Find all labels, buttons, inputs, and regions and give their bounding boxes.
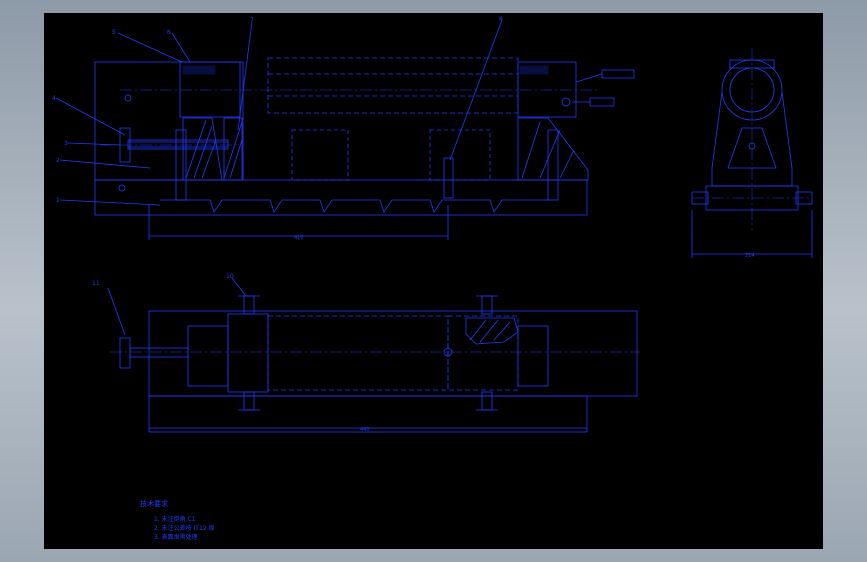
plan-workpiece bbox=[267, 315, 449, 391]
balloon-8: 8 bbox=[499, 16, 503, 23]
balloon-7: 7 bbox=[250, 17, 254, 24]
balloon-6: 6 bbox=[167, 29, 171, 36]
drawing-sheet bbox=[44, 13, 823, 549]
notes-heading: 技术要求 bbox=[140, 500, 168, 508]
dimension-plan: 440 bbox=[360, 427, 370, 433]
front-view bbox=[55, 19, 635, 240]
notes-item-1: 1. 未注倒角 C1 bbox=[154, 516, 196, 523]
workpiece-outline bbox=[267, 57, 519, 114]
locating-pin-3 bbox=[547, 129, 559, 201]
right-support-hatch bbox=[517, 117, 589, 181]
plan-left-block bbox=[187, 325, 229, 387]
locating-pin-2 bbox=[443, 157, 454, 199]
balloon-4: 4 bbox=[52, 95, 56, 102]
right-clamp-block bbox=[517, 61, 577, 118]
plan-outer-frame bbox=[148, 310, 638, 397]
base-plate bbox=[94, 179, 588, 216]
notes-item-3: 3. 表面发黑处理 bbox=[154, 534, 198, 541]
plan-base bbox=[148, 395, 588, 433]
balloon-3: 3 bbox=[64, 140, 68, 147]
balloon-2: 2 bbox=[56, 157, 60, 164]
spindle-screw bbox=[127, 139, 229, 150]
plan-screw bbox=[129, 347, 189, 358]
dimension-front: 410 bbox=[294, 235, 304, 241]
plan-view bbox=[107, 277, 640, 433]
plan-left-jaw bbox=[227, 313, 269, 393]
left-clamp-block bbox=[179, 61, 241, 118]
technical-requirements: 技术要求 1. 未注倒角 C1 2. 未注公差按 IT12 级 3. 表面发黑处… bbox=[140, 500, 215, 542]
side-view bbox=[691, 48, 813, 258]
balloon-11: 11 bbox=[92, 280, 100, 287]
notes-item-2: 2. 未注公差按 IT12 级 bbox=[154, 525, 215, 532]
base-slots bbox=[160, 199, 550, 213]
balloon-10: 10 bbox=[226, 273, 234, 280]
locating-pin bbox=[175, 129, 187, 201]
balloon-1: 1 bbox=[56, 197, 60, 204]
dimension-side: 214 bbox=[745, 253, 755, 259]
balloon-5: 5 bbox=[112, 29, 116, 36]
left-housing bbox=[94, 61, 244, 181]
plan-section-hatch bbox=[465, 317, 519, 345]
